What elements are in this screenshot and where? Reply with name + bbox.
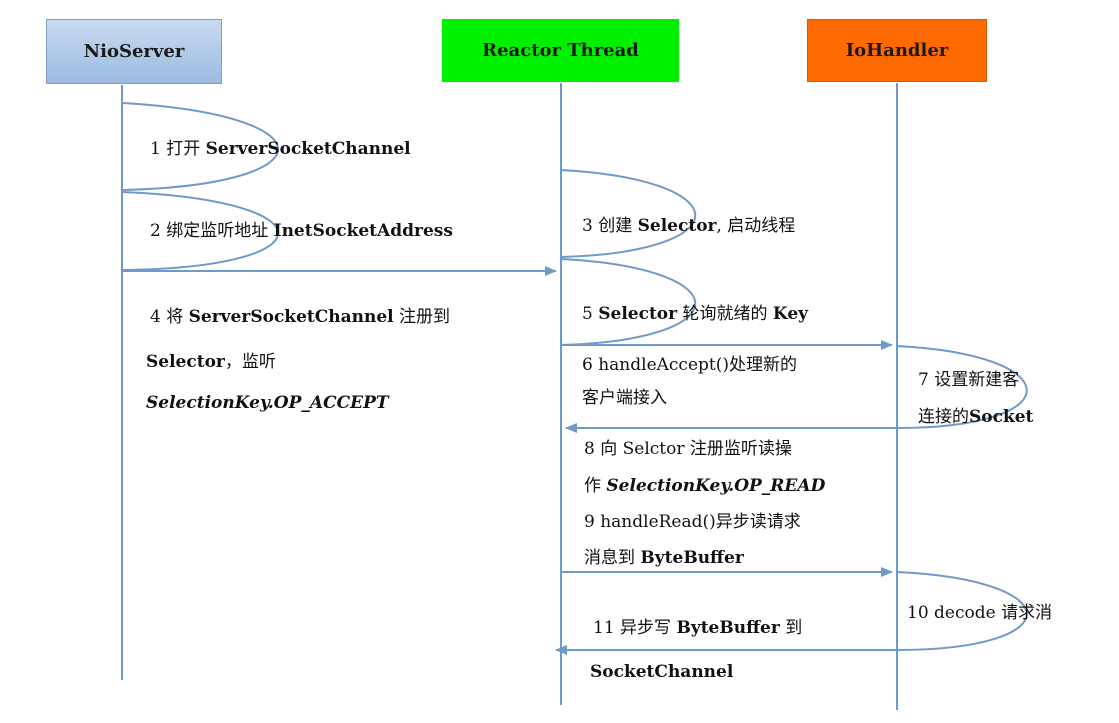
- self-loop-7: [896, 345, 1028, 429]
- step-4-op-accept: SelectionKey.OP_ACCEPT: [146, 393, 389, 413]
- step-3-text-tail: , 启动线程: [716, 216, 796, 236]
- step-6-label-line2: 客户端接入: [582, 383, 667, 408]
- step-3-label: 3 创建 Selector, 启动线程: [582, 211, 795, 236]
- step-7-text-line2: 连接的: [918, 407, 969, 427]
- step-10-text: 10 decode 请求消: [907, 603, 1053, 623]
- step-7-label-line1: 7 设置新建客: [918, 365, 1019, 390]
- step-1-text: 1 打开: [150, 139, 206, 159]
- step-2-label: 2 绑定监听地址 InetSocketAddress: [150, 216, 453, 241]
- step-5-text: 轮询就绪的: [677, 304, 773, 324]
- step-9-text: 9 handleRead()异步读请求: [584, 512, 801, 532]
- step-5-label: 5 Selector 轮询就绪的 Key: [582, 299, 808, 324]
- step-4-label-line3: SelectionKey.OP_ACCEPT: [146, 393, 389, 413]
- step-3-text: 3 创建: [582, 216, 638, 236]
- step-11-text-tail: 到: [779, 618, 803, 638]
- step-9-text-line2: 消息到: [584, 548, 641, 568]
- self-loop-10: [896, 571, 1028, 651]
- nioserver-title: NioServer: [83, 41, 185, 62]
- step-8-text-line2: 作: [584, 476, 607, 496]
- step-8-label-line2: 作 SelectionKey.OP_READ: [584, 471, 825, 496]
- step-3-code: Selector: [637, 216, 717, 236]
- self-loop-1: [121, 102, 279, 191]
- reactor-thread-lifeline-header: Reactor Thread: [442, 19, 679, 82]
- step-4-code: ServerSocketChannel: [188, 307, 394, 327]
- step-4-label-line2: Selector，监听: [146, 347, 276, 372]
- step-9-label-line2: 消息到 ByteBuffer: [584, 543, 744, 568]
- step-4-label-line1: 4 将 ServerSocketChannel 注册到: [150, 302, 450, 327]
- step-1-label: 1 打开 ServerSocketChannel: [150, 134, 411, 159]
- step-11-label-line2: SocketChannel: [590, 662, 733, 682]
- step-9-label-line1: 9 handleRead()异步读请求: [584, 507, 801, 532]
- self-loop-2: [121, 191, 279, 271]
- nioserver-lifeline-header: NioServer: [46, 19, 222, 84]
- step-5-key: Key: [772, 304, 809, 324]
- step-7-label-line2: 连接的Socket: [918, 402, 1033, 427]
- step-8-op-read: SelectionKey.OP_READ: [606, 476, 826, 496]
- iohandler-lifeline-header: IoHandler: [807, 19, 987, 82]
- step-9-bytebuffer: ByteBuffer: [640, 548, 744, 568]
- step-8-text: 8 向 Selctor 注册监听读操: [584, 439, 792, 459]
- step-1-code: ServerSocketChannel: [205, 139, 411, 159]
- step-6-label-line1: 6 handleAccept()处理新的: [582, 350, 797, 375]
- step-7-text: 7 设置新建客: [918, 370, 1020, 390]
- step-6-text: 6 handleAccept()处理新的: [582, 355, 797, 375]
- step-4-text: 4 将: [150, 307, 189, 327]
- step-11-socketchannel: SocketChannel: [590, 662, 734, 682]
- step-6-text-line2: 客户端接入: [582, 388, 667, 408]
- reactor-thread-title: Reactor Thread: [482, 40, 639, 61]
- step-4-listen-text: ，监听: [224, 352, 276, 372]
- self-loop-5: [560, 258, 696, 346]
- step-4-selector: Selector: [146, 352, 225, 372]
- step-2-text: 2 绑定监听地址: [150, 221, 274, 241]
- step-11-text: 11 异步写: [593, 618, 677, 638]
- step-5-selector: Selector: [598, 304, 678, 324]
- step-4-text-tail: 注册到: [393, 307, 451, 327]
- step-8-label-line1: 8 向 Selctor 注册监听读操: [584, 434, 792, 459]
- self-loop-3: [560, 169, 696, 258]
- iohandler-title: IoHandler: [845, 40, 949, 61]
- step-11-label-line1: 11 异步写 ByteBuffer 到: [593, 613, 802, 638]
- step-7-socket: Socket: [969, 407, 1034, 427]
- step-11-bytebuffer: ByteBuffer: [676, 618, 780, 638]
- step-2-code: InetSocketAddress: [273, 221, 453, 241]
- step-5-num: 5: [582, 304, 599, 324]
- step-10-label: 10 decode 请求消: [907, 598, 1052, 623]
